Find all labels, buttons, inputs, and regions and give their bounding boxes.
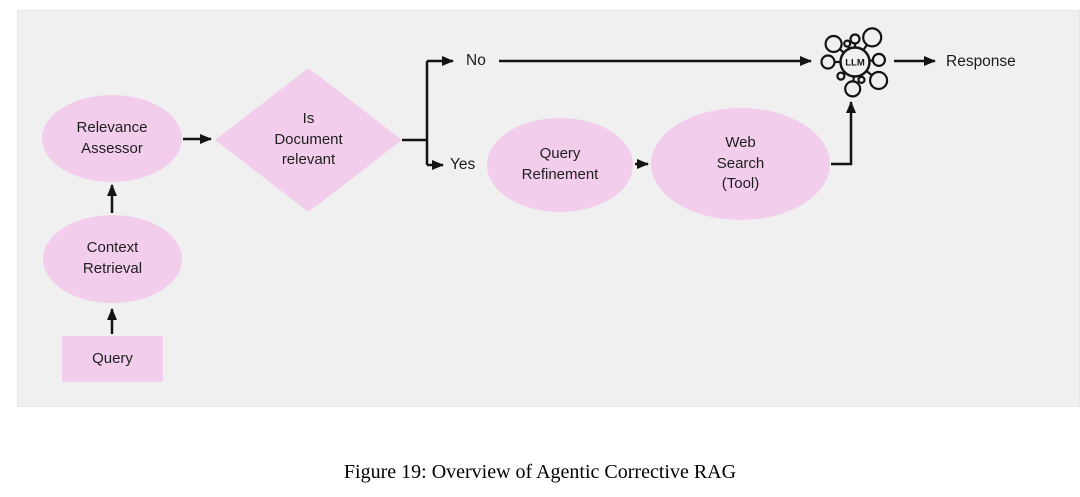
llm-network-icon: LLM — [820, 27, 889, 98]
node-decision-label: Is Document relevant — [274, 109, 343, 169]
node-query-label: Query — [92, 349, 133, 367]
llm-icon-nodes — [820, 27, 889, 98]
node-query-refinement: Query Refinement — [487, 118, 633, 212]
node-response-label: Response — [946, 53, 1016, 70]
node-query-refinement-label: Query Refinement — [521, 145, 599, 183]
llm-icon-label: LLM — [845, 58, 865, 69]
llm-icon-hub — [839, 46, 871, 78]
node-web-search-label: Web Search (Tool) — [716, 133, 765, 193]
node-context-retrieval: Context Retrieval — [43, 215, 182, 303]
figure-caption: Figure 19: Overview of Agentic Correctiv… — [343, 461, 737, 483]
node-relevance-assessor: Relevance Assessor — [42, 95, 182, 182]
node-web-search-tool: Web Search (Tool) — [651, 108, 830, 220]
branch-label-yes: Yes — [450, 156, 476, 173]
node-context-retrieval-label: Context Retrieval — [82, 239, 143, 277]
branch-label-no: No — [466, 52, 486, 69]
node-relevance-assessor-label: Relevance Assessor — [76, 118, 148, 157]
node-query: Query — [62, 336, 163, 382]
